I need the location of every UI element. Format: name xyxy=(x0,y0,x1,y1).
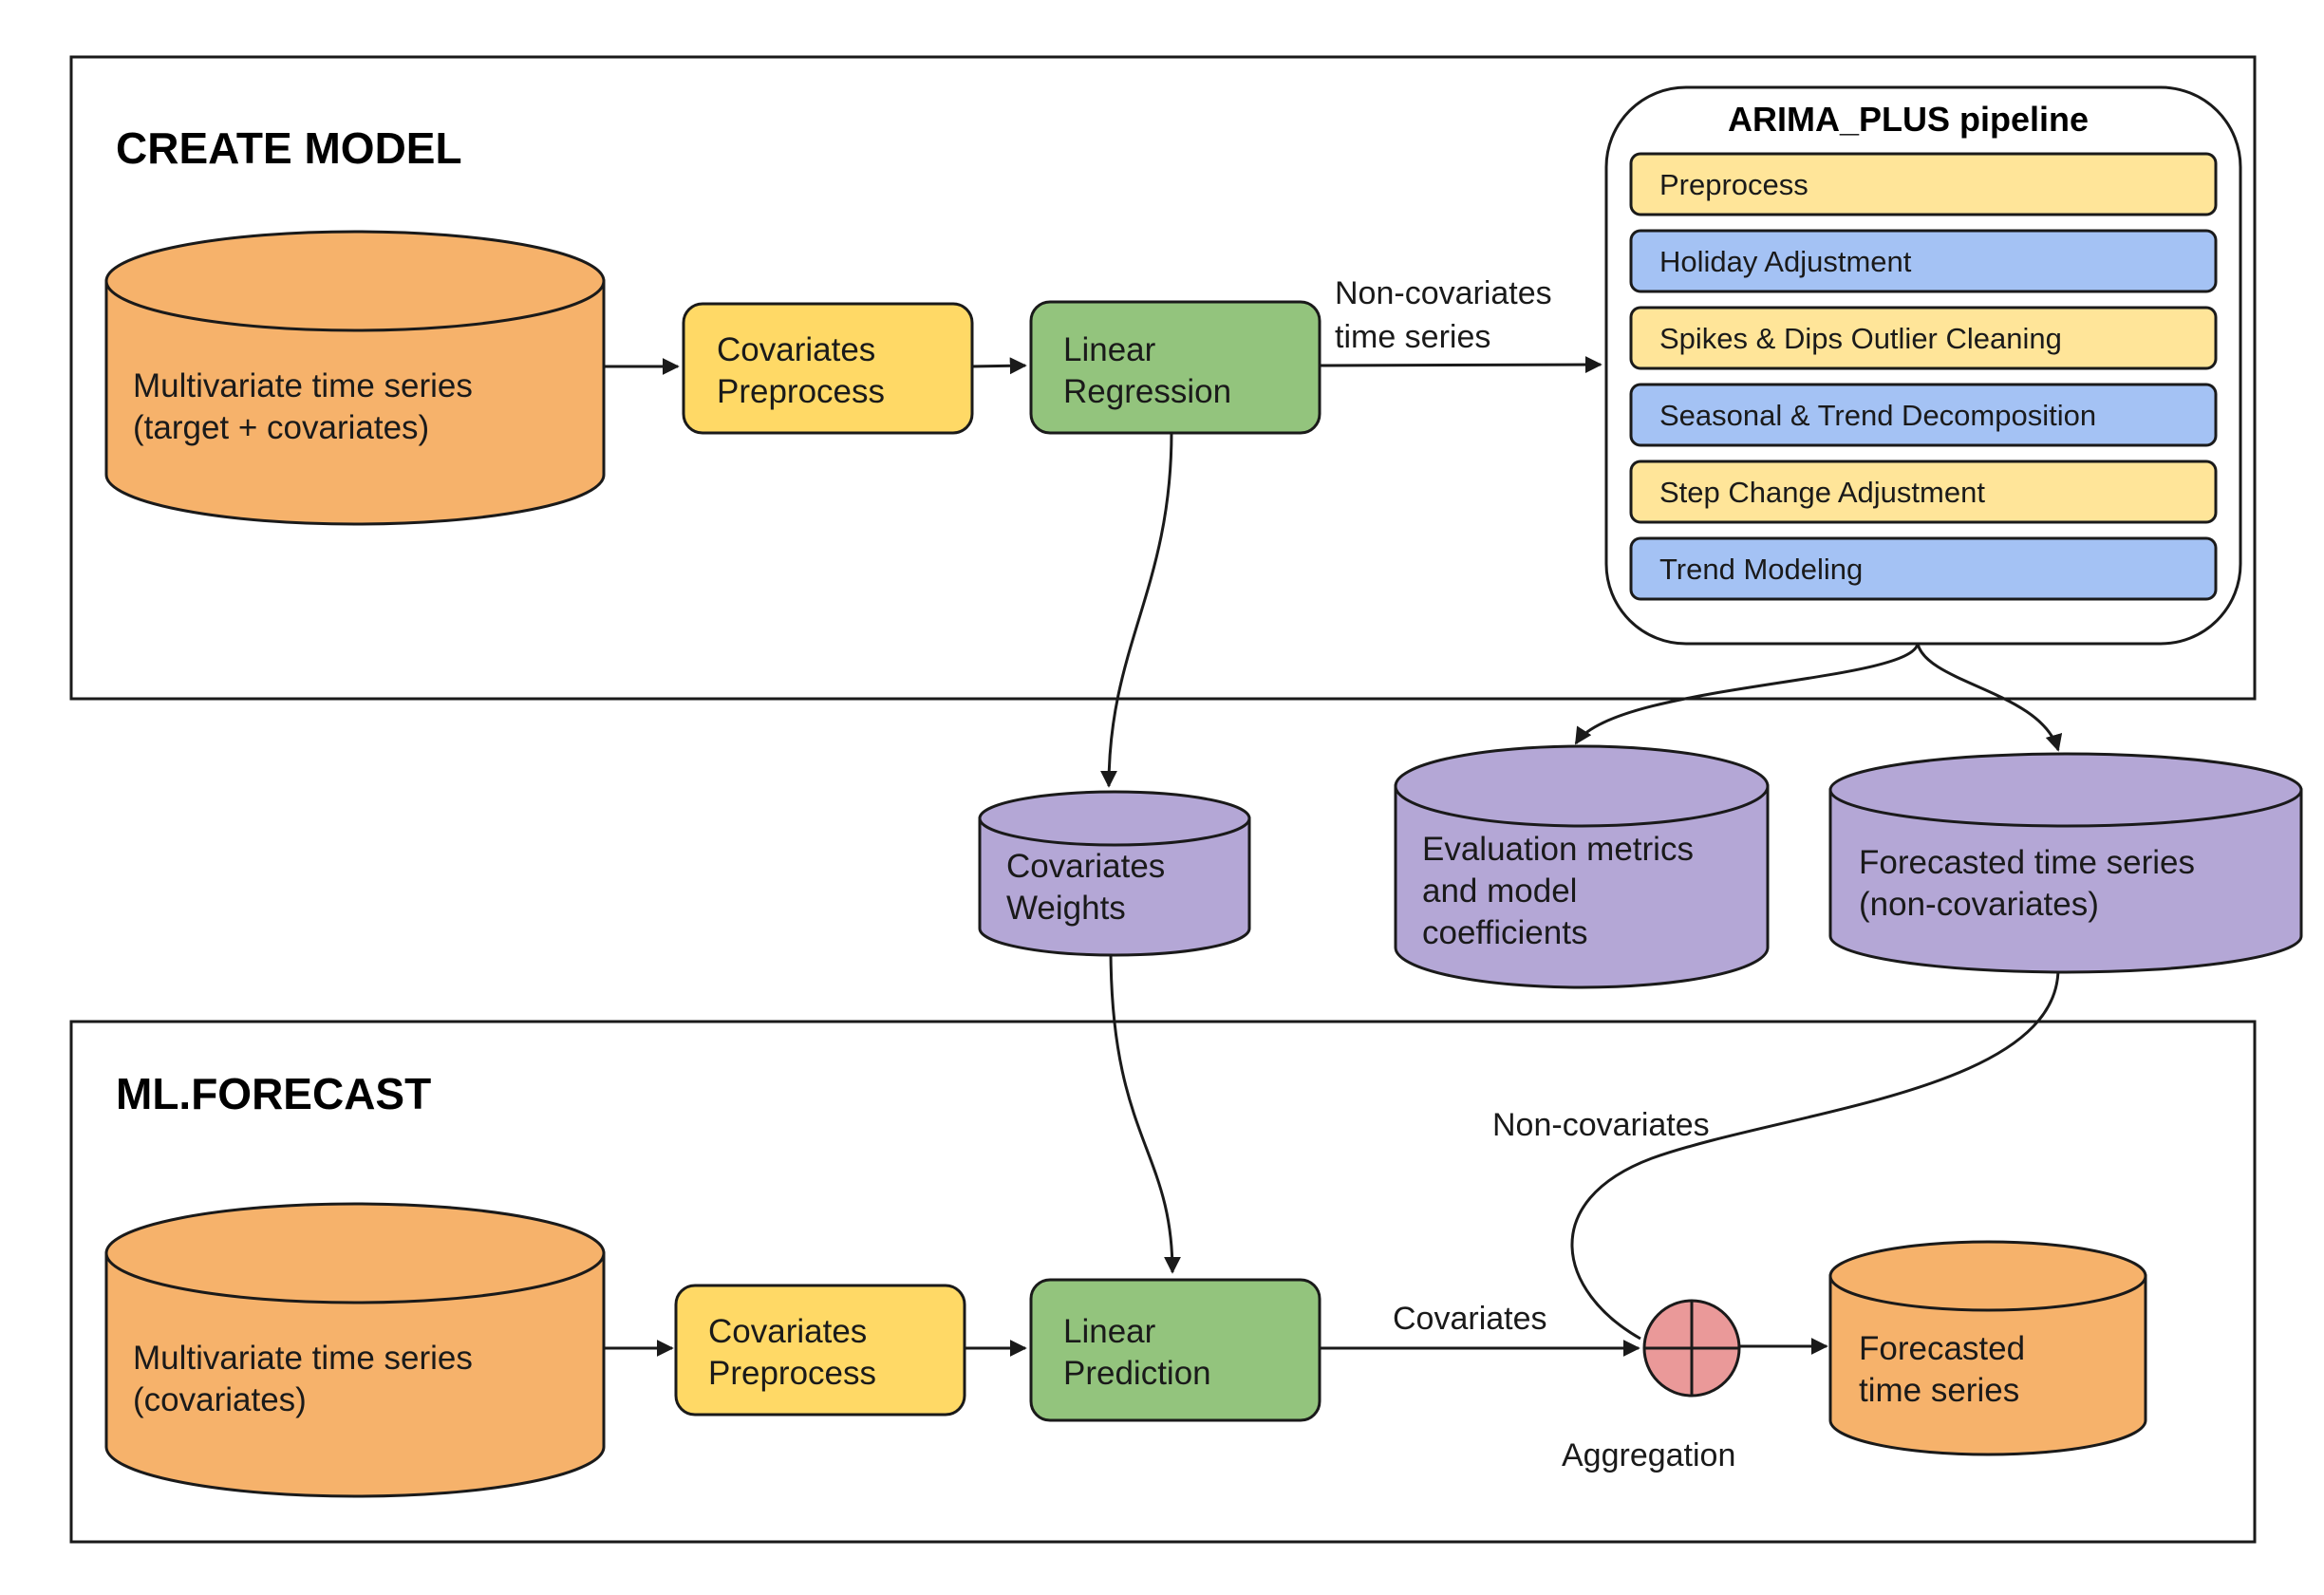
create-model-frame xyxy=(69,55,2257,701)
svg-text:Linear Regression: Linear Regression xyxy=(1063,331,1231,410)
forecast-noncovariates-cylinder: Forecasted time series (non-covariates) xyxy=(1828,752,2303,974)
create-input-cylinder: Multivariate time series (target + covar… xyxy=(104,230,606,526)
pipeline-step-box xyxy=(1629,306,2218,370)
pipeline-step: Step Change Adjustment xyxy=(1629,460,2218,524)
pipeline-step-box xyxy=(1629,383,2218,447)
pipeline-step-label: Trend Modeling xyxy=(1659,553,1863,586)
svg-text:Forecasted time series: Forecasted time series xyxy=(1859,1330,2034,1409)
svg-text:Multivariate time series: Multivariate time series (covariates) xyxy=(133,1340,482,1418)
linear-regression-box: Linear Regression xyxy=(1029,300,1321,435)
aggregation-node xyxy=(1642,1299,1741,1398)
forecasted-output-cylinder: Forecasted time series xyxy=(1828,1240,2147,1456)
pipeline-step: Preprocess xyxy=(1629,152,2218,216)
svg-text:ARIMA_PLUS pipeline: ARIMA_PLUS pipeline xyxy=(1728,100,2089,139)
ml-forecast-title: ML.FORECAST xyxy=(116,1069,431,1118)
pipeline-step-label: Step Change Adjustment xyxy=(1659,476,1985,509)
pipeline-step: Holiday Adjustment xyxy=(1629,229,2218,293)
svg-text:Covariates Preprocess: Covariates Preprocess xyxy=(708,1313,876,1392)
pipeline-step-label: Spikes & Dips Outlier Cleaning xyxy=(1659,322,2062,355)
linear-prediction-box: Linear Prediction xyxy=(1029,1278,1321,1422)
pipeline-step: Seasonal & Trend Decomposition xyxy=(1629,383,2218,447)
svg-text:Forecasted time series (: Forecasted time series (non-covariates) xyxy=(1859,844,2204,923)
svg-text:Covariates Weights: Covariates Weights xyxy=(1006,848,1174,927)
create-preprocess-box: Covariates Preprocess xyxy=(682,302,974,435)
svg-text:Evaluation metrics and m: Evaluation metrics and model coefficient… xyxy=(1422,831,1703,951)
noncovariates-label: Non-covariates xyxy=(1492,1107,1710,1143)
pipeline-step: Spikes & Dips Outlier Cleaning xyxy=(1629,306,2218,370)
edge-pipeline-to-metrics xyxy=(1574,643,1920,745)
pipeline-step: Trend Modeling xyxy=(1629,536,2218,601)
aggregation-label: Aggregation xyxy=(1562,1437,1735,1473)
noncov-timeseries-label: Non-covariates time series xyxy=(1335,275,1561,355)
covariates-label: Covariates xyxy=(1393,1301,1547,1337)
pipeline-step-box xyxy=(1629,460,2218,524)
edge-regression-to-weights xyxy=(1100,431,1173,788)
pipeline-step-label: Seasonal & Trend Decomposition xyxy=(1659,399,2096,432)
pipeline-step-label: Holiday Adjustment xyxy=(1659,245,1912,278)
svg-text:Linear Prediction: Linear Prediction xyxy=(1063,1313,1211,1392)
edge-regression-to-pipeline xyxy=(1315,356,1602,374)
create-model-title: CREATE MODEL xyxy=(116,123,462,173)
pipeline-step-box xyxy=(1629,536,2218,601)
svg-text:Covariates Preprocess: Covariates Preprocess xyxy=(717,331,885,410)
pipeline-step-box xyxy=(1629,152,2218,216)
edge-pipeline-to-forecast xyxy=(1916,643,2063,752)
svg-text:Multivariate time series: Multivariate time series (target + covar… xyxy=(133,367,482,446)
pipeline-step-label: Preprocess xyxy=(1659,168,1809,201)
ml-preprocess-box: Covariates Preprocess xyxy=(674,1284,966,1417)
ml-input-cylinder: Multivariate time series (covariates) xyxy=(104,1202,606,1498)
evaluation-metrics-cylinder: Evaluation metrics and model coefficient… xyxy=(1394,744,1770,989)
edge-noncov-to-aggregation xyxy=(1570,967,2060,1341)
pipeline-step-box xyxy=(1629,229,2218,293)
edge-weights-to-prediction xyxy=(1109,947,1181,1274)
ml-forecast-frame xyxy=(69,1020,2257,1544)
covariates-weights-cylinder: Covariates Weights xyxy=(978,790,1251,957)
